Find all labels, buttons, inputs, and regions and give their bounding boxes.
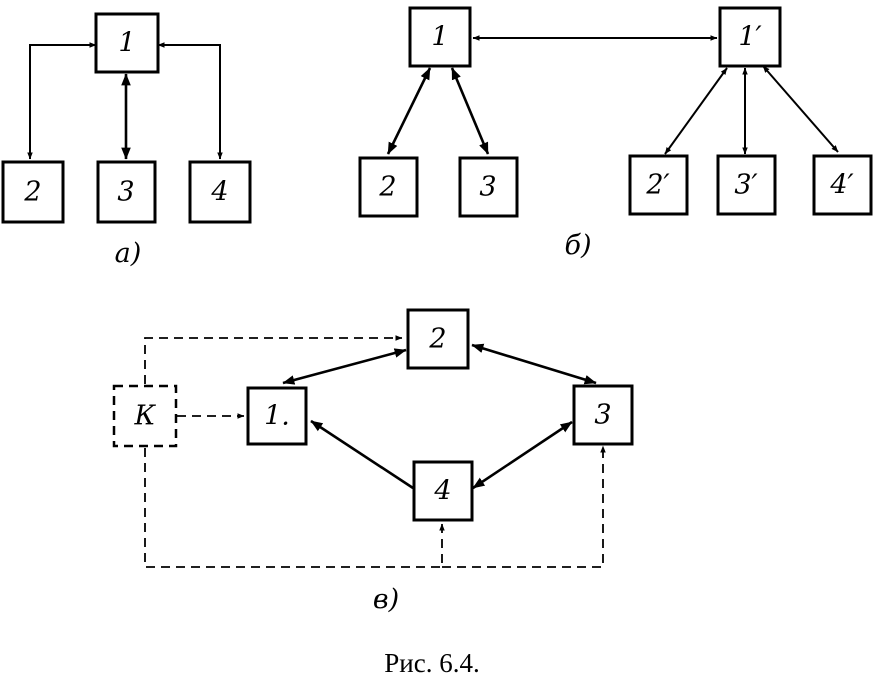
diagram-c: К 1. 2 3 4 в) [112,308,634,615]
node-b2p: 2′ [628,154,689,216]
node-label: 4 [210,177,228,208]
node-label: 1. [264,401,290,432]
node-label: 2 [23,177,41,208]
edge-c4-c1 [310,419,414,490]
node-label: 3 [479,172,496,203]
node-a1: 1 [94,12,160,74]
node-c4: 4 [412,460,474,522]
node-c2: 2 [406,308,470,370]
node-b1p: 1′ [718,6,782,68]
node-label: 3 [117,177,134,208]
edge-b1p-b4p [762,65,839,153]
edge-b1-b2 [386,67,432,155]
edge-b1p-b2p [664,67,728,155]
diagram-b: 1 2 3 1′ 2′ 3′ 4′ б) [358,6,873,261]
node-label: 1 [431,22,448,53]
edge-cK-c3 [442,445,606,568]
node-label: К [134,401,157,432]
node-a3: 3 [96,160,157,224]
edge-c2-c3 [471,343,597,385]
node-b1: 1 [408,6,472,68]
node-b2: 2 [358,156,419,218]
node-a2: 2 [1,160,65,224]
figure-caption: Рис. 6.4. [384,648,479,678]
node-label: 1′ [738,22,761,53]
node-cK: К [112,384,178,448]
panel-label-c: в) [373,584,399,615]
node-label: 2 [378,172,396,203]
panel-label-b: б) [564,230,591,261]
node-c1: 1. [246,386,308,446]
panel-label-a: а) [115,238,142,269]
node-label: 2 [428,324,446,355]
node-label: 1 [118,28,135,59]
edge-cK-c2 [144,335,403,384]
edge-a1-a4 [157,42,223,160]
edge-c3-c4 [472,420,573,490]
edge-b1-b3 [450,67,490,155]
node-b3p: 3′ [716,154,777,216]
edge-a1-a2 [27,42,97,160]
node-b4p: 4′ [812,154,873,216]
node-label: 2′ [645,170,669,201]
node-label: 4′ [829,170,853,201]
node-label: 4 [433,476,451,507]
node-label: 3 [594,400,611,431]
node-label: 3′ [734,170,757,201]
diagram-a: 1 2 3 4 а) [1,12,252,269]
edge-c1-c2 [282,348,407,385]
edge-cK-c4 [144,448,445,568]
node-a4: 4 [188,160,252,224]
node-b3: 3 [458,156,519,218]
node-c3: 3 [572,384,634,446]
